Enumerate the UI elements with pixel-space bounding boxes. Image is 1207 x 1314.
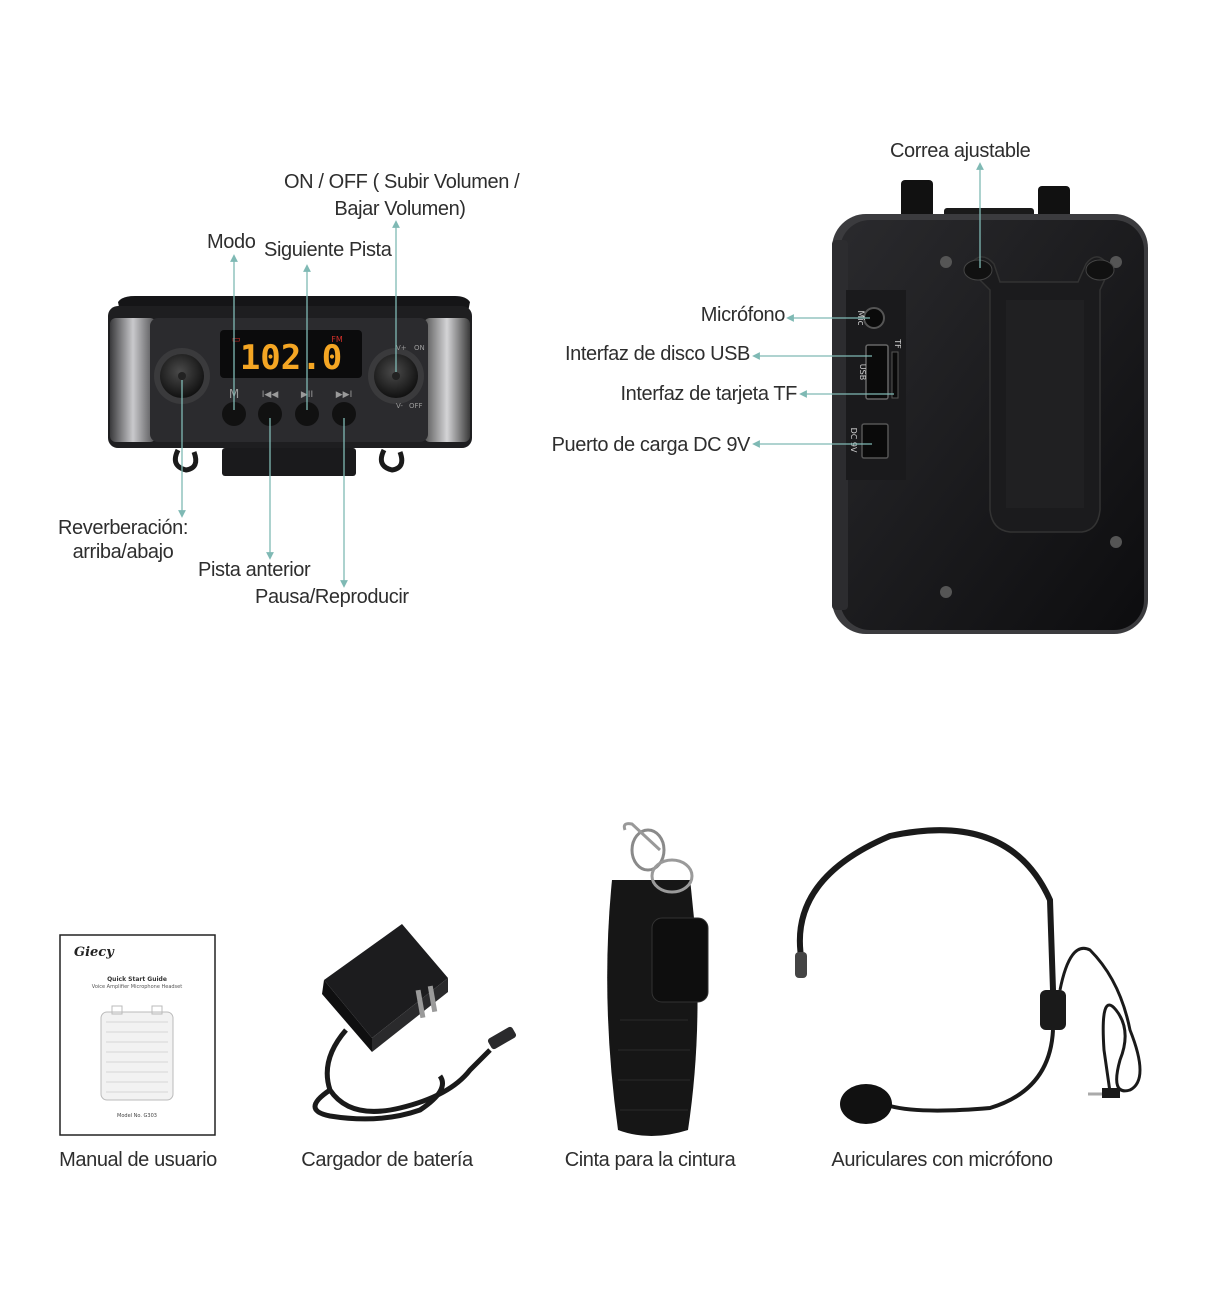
knob-off-label: OFF — [409, 402, 423, 410]
back-callout-lines — [752, 162, 984, 448]
manual-brand: Giecy — [74, 945, 115, 960]
front-device — [108, 296, 472, 476]
back-device — [832, 180, 1148, 634]
manual-model: Model No. G303 — [117, 1113, 157, 1119]
label-reverb-line1: Reverberación: — [57, 517, 189, 539]
label-dc: Puerto de carga DC 9V — [551, 434, 751, 456]
key-prev-label: I◀◀ — [262, 390, 279, 400]
label-strap: Correa ajustable — [890, 140, 1031, 162]
manual-booklet — [59, 934, 216, 1136]
knob-on-label: ON — [414, 344, 425, 352]
label-play-pause: Pausa/Reproducir — [255, 586, 409, 608]
manual-title: Quick Start Guide — [107, 976, 167, 983]
caption-strap: Cinta para la cintura — [564, 1149, 736, 1171]
key-next-label: ▶▶I — [336, 390, 353, 400]
label-mic: Micrófono — [700, 304, 786, 326]
display-tag-left: ▭ — [232, 335, 241, 345]
label-next-track: Siguiente Pista — [264, 239, 392, 261]
caption-manual: Manual de usuario — [59, 1149, 217, 1171]
display-readout: 102.0 — [240, 338, 342, 378]
port-tf-label: TF — [893, 338, 902, 349]
label-onoff-line1: ON / OFF ( Subir Volumen / — [284, 171, 520, 193]
waist-strap — [607, 822, 709, 1136]
front-callout-lines — [178, 220, 400, 588]
label-usb: Interfaz de disco USB — [564, 343, 750, 365]
caption-headset: Auriculares con micrófono — [831, 1149, 1053, 1171]
label-tf: Interfaz de tarjeta TF — [620, 383, 798, 405]
port-dc-label: DC 9V — [849, 428, 858, 453]
knob-minus-label: V- — [396, 402, 403, 410]
manual-subtitle: Voice Amplifier Microphone Headset — [92, 984, 182, 990]
caption-charger: Cargador de batería — [301, 1149, 473, 1171]
label-reverb-line2: arriba/abajo — [72, 541, 174, 563]
label-prev-track: Pista anterior — [198, 559, 311, 581]
port-usb-label: USB — [858, 364, 867, 380]
battery-charger — [312, 924, 517, 1122]
label-mode: Modo — [207, 231, 256, 253]
headset-microphone — [795, 827, 1142, 1124]
knob-plus-label: V+ — [396, 344, 407, 352]
display-tag-fm: FM — [331, 335, 343, 344]
label-onoff-line2: Bajar Volumen) — [334, 198, 466, 220]
